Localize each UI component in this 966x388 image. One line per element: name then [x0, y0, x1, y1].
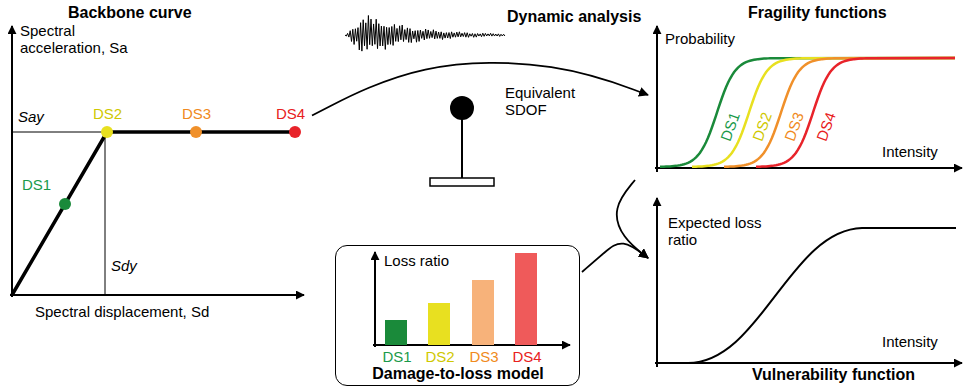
axis-label: Spectral displacement, Sd: [35, 303, 209, 320]
sdof-symbol: [430, 96, 494, 186]
axis-label: Intensity: [882, 143, 938, 160]
damage-state-label: DS3: [469, 348, 498, 365]
damage-state-label: DS4: [276, 105, 305, 122]
fragility-curve: [724, 58, 955, 167]
damage-state-label: DS2: [93, 105, 122, 122]
damage-state-label: DS2: [749, 110, 775, 143]
damage-dot: [101, 126, 113, 138]
backbone-panel: Backbone curveSpectral acceleration, Sa S…: [0, 0, 310, 330]
fragility-curve: [660, 58, 955, 167]
seismogram: [345, 16, 505, 52]
damage-state-label: DS1: [382, 348, 411, 365]
vulnerability-chart: [655, 198, 962, 367]
component-label: Equivalent SDOF: [505, 84, 585, 119]
backbone-chart: [10, 26, 304, 297]
panel-title: Fragility functions: [748, 4, 887, 22]
axis-label: Loss ratio: [384, 252, 449, 269]
axis: [11, 26, 13, 297]
section-title: Dynamic analysis: [507, 8, 641, 26]
axis-label: Spectral acceleration, Sa: [20, 22, 138, 57]
damage-to-loss-box: Loss ratioDS1 DS2 DS3 DS4Damage-to-loss mod…: [335, 245, 580, 386]
yield-label: Say: [18, 108, 44, 125]
flow-arrow: [582, 244, 648, 272]
damage-state-label: DS2: [425, 348, 454, 365]
axis: [10, 294, 304, 296]
damage-state-label: DS4: [512, 348, 541, 365]
vulnerability-panel: Expected loss ratioIntensityVulnerabilit…: [650, 190, 966, 388]
damage-dot: [190, 126, 202, 138]
fragility-curve: [756, 58, 955, 167]
damage-dot: [289, 126, 301, 138]
panel-title: Vulnerability function: [752, 366, 915, 384]
axis-label: Probability: [665, 30, 735, 47]
axis-label: Expected loss ratio: [668, 214, 768, 249]
damage-state-label: DS1: [22, 176, 51, 193]
backbone-line: [12, 132, 295, 295]
fragility-panel: Fragility functionsProbabilityIntensity: [650, 0, 966, 175]
axis-label: Intensity: [882, 333, 938, 350]
damage-dot: [59, 198, 71, 210]
box-title: Damage-to-loss model: [372, 365, 544, 383]
damage-state-label: DS3: [781, 110, 807, 143]
damage-state-label: DS3: [182, 105, 211, 122]
damage-state-label: DS4: [813, 110, 839, 143]
flow-arrow: [312, 63, 648, 116]
damage-state-label: DS1: [717, 110, 743, 143]
fragility-chart: [655, 26, 962, 172]
fragility-curve: [692, 58, 955, 167]
yield-label: Sdy: [111, 257, 137, 274]
loss-bar-chart: [373, 252, 570, 347]
panel-title: Backbone curve: [68, 4, 192, 22]
